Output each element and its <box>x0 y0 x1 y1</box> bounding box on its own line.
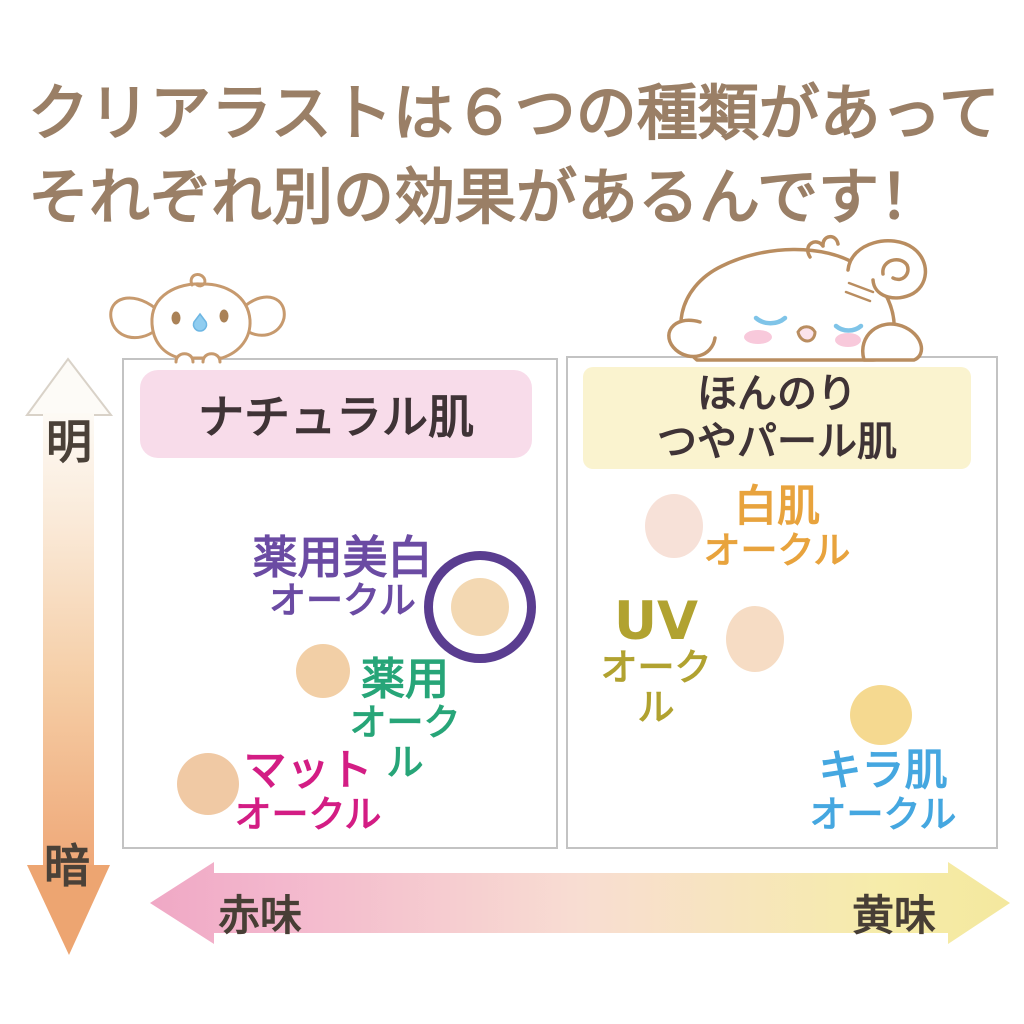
product-name-line: オークル <box>703 529 851 572</box>
panel-pearl-title-line-2: つやパール肌 <box>657 419 897 465</box>
product-name-line: 薬用美白 <box>252 531 433 584</box>
page-title-line-2: それぞれ別の効果があるんです！ <box>28 162 940 233</box>
product-name-line: オークル <box>234 793 382 836</box>
product-name-line: オークル <box>269 579 416 622</box>
axis-label-yellow: 黄味 <box>852 891 937 940</box>
brightness-axis-arrow <box>25 357 114 955</box>
product-label-yakuyo-bihaku: 薬用美白 オークル <box>250 534 435 621</box>
product-label-shirohada: 白肌 オークル <box>702 484 852 571</box>
cinnamoroll-sleeping-icon <box>667 235 928 362</box>
axis-label-dark: 暗 <box>44 839 90 893</box>
product-name-line: 薬用 <box>361 654 449 705</box>
product-name-line: マット <box>243 746 373 796</box>
product-label-yakuyo: 薬用 オークル <box>336 656 474 783</box>
product-name-line: キラ肌 <box>818 746 948 796</box>
product-name-line: オークル <box>809 793 957 836</box>
product-dot-yakuyo-bihaku <box>451 578 509 636</box>
product-dot-shirohada <box>645 494 703 558</box>
product-name-line: 白肌 <box>734 482 820 532</box>
double-arrow-shape <box>150 862 1010 944</box>
product-dot-matto <box>177 753 239 815</box>
arrow-body <box>43 413 94 867</box>
panel-natural-title-text: ナチュラル肌 <box>198 390 474 444</box>
product-highlight-ring <box>424 551 536 663</box>
panel-natural-title: ナチュラル肌 <box>140 370 532 458</box>
page-title: クリアラストは６つの種類があって それぞれ別の効果があるんです！ <box>28 72 1000 240</box>
tone-axis-arrow <box>150 862 1010 944</box>
axis-label-red: 赤味 <box>218 891 303 940</box>
panel-pearl-title-line-1: ほんのり <box>697 371 857 417</box>
product-label-uv: UV オークル <box>586 591 726 729</box>
product-name-line: UV <box>613 591 699 652</box>
product-dot-uv <box>726 606 784 672</box>
axis-label-bright: 明 <box>46 415 92 469</box>
page-title-line-1: クリアラストは６つの種類があって <box>28 78 1000 149</box>
product-label-matto: マット オークル <box>234 748 382 835</box>
arrow-down-head <box>27 865 110 955</box>
cinnamoroll-peeking-icon <box>109 273 286 364</box>
product-dot-yakuyo <box>296 644 350 698</box>
product-label-kirahada: キラ肌 オークル <box>808 748 958 835</box>
product-name-line: オークル <box>349 701 461 784</box>
product-name-line: オークル <box>600 646 712 729</box>
product-dot-kirahada <box>850 685 912 745</box>
panel-pearl-title: ほんのり つやパール肌 <box>583 367 971 469</box>
